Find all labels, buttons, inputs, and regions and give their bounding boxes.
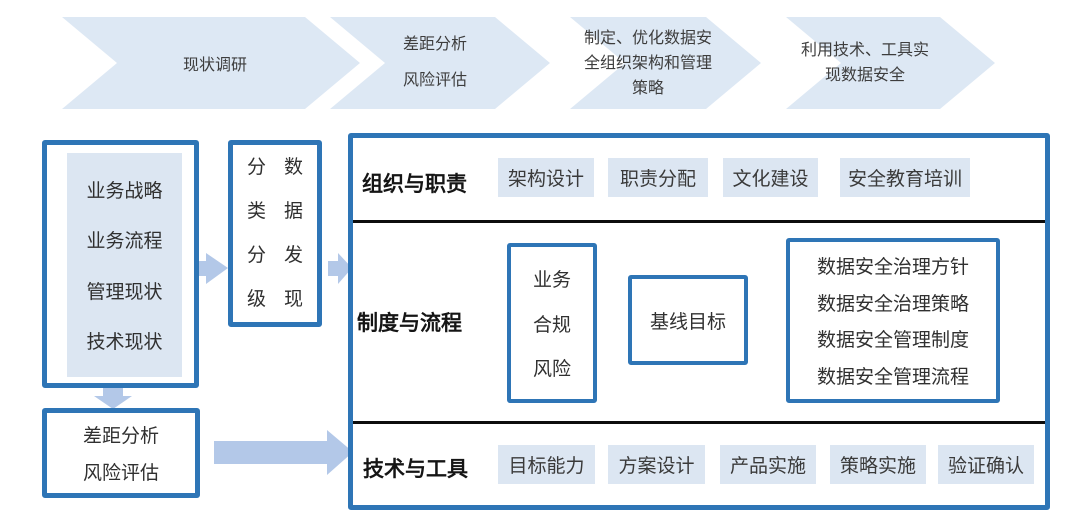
deliverable-item: 数据安全治理方针 [816, 256, 969, 278]
process-chevron-3 [570, 17, 761, 109]
process-step-4-line: 现数据安全 [824, 67, 905, 84]
chip-verification-confirmation: 验证确认 [938, 445, 1034, 484]
current-state-panel: 业务战略 业务流程 管理现状 技术现状 [67, 153, 182, 377]
gap-analysis-line: 差距分析 [82, 426, 159, 448]
chip-culture-building: 文化建设 [723, 158, 818, 197]
data-classification-text: 分类分级 数据发现 [233, 146, 317, 322]
business-compliance-risk-box [507, 243, 597, 403]
row-label-organization: 组织与职责 [362, 173, 467, 196]
process-step-1: 现状调研 [115, 17, 315, 109]
process-step-3-line: 全组织架构和管理 [583, 54, 712, 72]
deliverables-text: 数据安全治理方针 数据安全治理策略 数据安全管理制度 数据安全管理流程 [790, 242, 996, 399]
chip-responsibility-allocation: 职责分配 [608, 158, 708, 197]
process-step-3: 制定、优化数据安 全组织架构和管理 策略 [548, 17, 748, 109]
current-state-item: 技术现状 [86, 331, 163, 353]
discovery-column: 数据发现 [283, 157, 303, 310]
current-state-item: 业务战略 [86, 181, 163, 203]
baseline-target-label: 基线目标 [649, 311, 726, 333]
arrow-gap-to-matrix [214, 430, 353, 475]
classification-column: 分类分级 [246, 157, 266, 310]
arrow-classification-to-matrix [328, 253, 352, 284]
baseline-target-box [628, 275, 748, 365]
process-step-3-line: 策略 [631, 79, 664, 97]
deliverable-item: 数据安全管理流程 [816, 367, 969, 389]
process-step-4: 利用技术、工具实 现数据安全 [765, 17, 965, 109]
current-state-item: 管理现状 [86, 281, 163, 303]
process-step-2: 差距分析 风险评估 [335, 17, 535, 109]
process-step-4-line: 利用技术、工具实 [800, 42, 929, 59]
process-chevron-1 [62, 17, 360, 109]
deliverables-box [786, 238, 1000, 403]
matrix-divider-1 [353, 220, 1045, 223]
compliance-line: 业务 [532, 269, 571, 291]
process-step-2-line: 风险评估 [402, 72, 467, 89]
compliance-line: 风险 [532, 359, 571, 381]
deliverable-item: 数据安全治理策略 [816, 293, 969, 315]
process-chevron-4 [786, 17, 995, 109]
matrix-divider-2 [353, 421, 1045, 424]
arrow-currentstate-to-classification [191, 253, 228, 284]
gap-analysis-text: 差距分析 风险评估 [46, 412, 196, 494]
chip-architecture-design: 架构设计 [498, 158, 594, 197]
chip-product-implementation: 产品实施 [720, 445, 816, 484]
row-label-technology: 技术与工具 [363, 458, 468, 481]
process-step-3-line: 制定、优化数据安 [583, 29, 712, 47]
gap-analysis-box [42, 408, 200, 498]
chip-security-education-training: 安全教育培训 [840, 158, 970, 197]
deliverable-item: 数据安全管理制度 [816, 330, 969, 352]
business-compliance-risk-text: 业务 合规 风险 [511, 247, 593, 399]
process-chevron-2 [330, 17, 550, 109]
arrow-currentstate-to-gap [94, 387, 132, 409]
current-state-item: 业务流程 [86, 231, 163, 253]
chip-target-capability: 目标能力 [498, 445, 595, 484]
chip-solution-design: 方案设计 [608, 445, 705, 484]
data-classification-box [228, 140, 322, 327]
process-step-1-line: 现状调研 [182, 57, 247, 74]
gap-analysis-line: 风险评估 [82, 462, 159, 484]
chip-policy-implementation: 策略实施 [830, 445, 926, 484]
process-step-2-line: 差距分析 [402, 36, 467, 53]
compliance-line: 合规 [532, 314, 571, 336]
row-label-process: 制度与流程 [357, 312, 462, 335]
